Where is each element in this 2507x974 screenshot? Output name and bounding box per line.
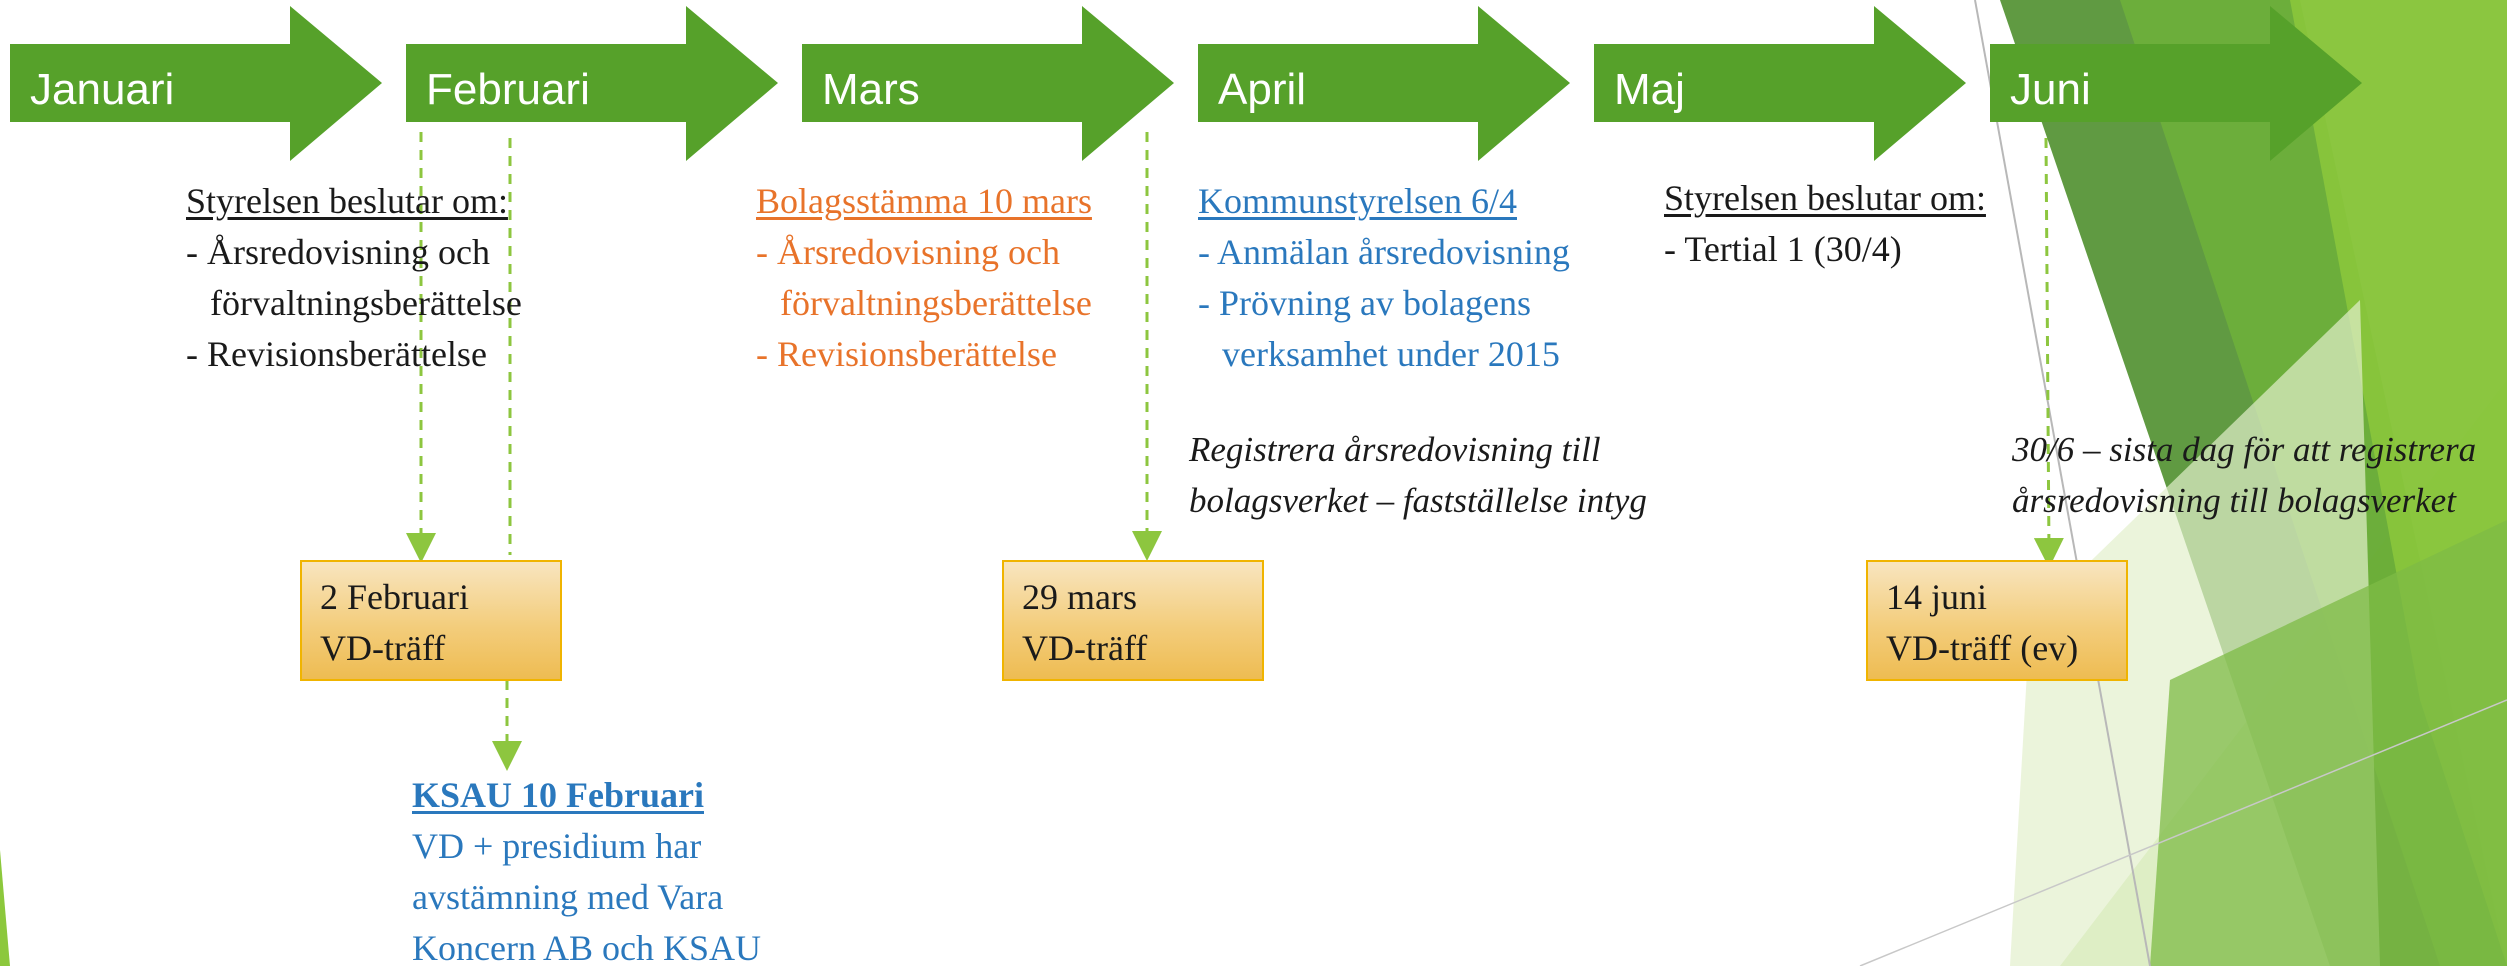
ksau-line: VD + presidium har [412, 826, 702, 866]
box-date: 2 Februari [320, 577, 469, 617]
styrelsen-jan-block: Styrelsen beslutar om: - Årsredovisning … [186, 176, 522, 380]
month-arrow-maj: Maj [1594, 6, 1966, 161]
ksau-title: KSAU 10 Februari [412, 775, 704, 815]
box-date: 14 juni [1886, 577, 1988, 617]
vd-traff-box-mars: 29 mars VD-träff [1002, 560, 1264, 681]
kommunstyrelsen-line: - Prövning av bolagens [1198, 283, 1531, 323]
sista-dag-note: 30/6 – sista dag för att registrera årsr… [2012, 424, 2476, 526]
styrelsen-maj-line: - Tertial 1 (30/4) [1664, 229, 1902, 269]
month-label: Maj [1614, 65, 1685, 114]
bg-thin-line [1974, 0, 2151, 966]
box-label: VD-träff [320, 628, 446, 668]
kommunstyrelsen-block: Kommunstyrelsen 6/4 - Anmälan årsredovis… [1198, 176, 1570, 380]
month-label: Mars [822, 65, 920, 114]
styrelsen-jan-line: förvaltningsberättelse [210, 283, 522, 323]
sista-dag-line: årsredovisning till bolagsverket [2012, 481, 2456, 520]
styrelsen-jan-line: - Revisionsberättelse [186, 334, 487, 374]
bg-shape-lower [2150, 520, 2507, 966]
month-arrow-mars: Mars [802, 6, 1174, 161]
bg-thin-line-2 [1859, 699, 2507, 966]
bolagsstamma-line: - Revisionsberättelse [756, 334, 1057, 374]
ksau-line: avstämning med Vara [412, 877, 724, 917]
month-label: Juni [2010, 65, 2091, 114]
month-label: Januari [30, 65, 175, 114]
styrelsen-jan-title: Styrelsen beslutar om: [186, 181, 508, 221]
kommunstyrelsen-line: - Anmälan årsredovisning [1198, 232, 1570, 272]
registrera-line: Registrera årsredovisning till [1189, 430, 1601, 469]
styrelsen-jan-line: - Årsredovisning och [186, 232, 490, 272]
bolagsstamma-title: Bolagsstämma 10 mars [756, 181, 1092, 221]
ksau-block: KSAU 10 Februari VD + presidium har avst… [412, 770, 761, 974]
month-label: Februari [426, 65, 590, 114]
connector-juni [2033, 137, 2064, 568]
styrelsen-maj-block: Styrelsen beslutar om: - Tertial 1 (30/4… [1664, 173, 1986, 275]
ksau-line: Koncern AB och KSAU [412, 928, 761, 968]
bg-left-sliver [0, 850, 10, 966]
vd-traff-box-juni: 14 juni VD-träff (ev) [1866, 560, 2128, 681]
kommunstyrelsen-title: Kommunstyrelsen 6/4 [1198, 181, 1517, 221]
box-date: 29 mars [1022, 577, 1137, 617]
vd-traff-box-feb: 2 Februari VD-träff [300, 560, 562, 681]
kommunstyrelsen-line: verksamhet under 2015 [1222, 334, 1560, 374]
month-arrow-juni: Juni [1990, 6, 2362, 161]
month-arrow-januari: Januari [10, 6, 382, 161]
month-arrow-februari: Februari [406, 6, 778, 161]
month-arrow-april: April [1198, 6, 1570, 161]
month-label: April [1218, 65, 1307, 114]
sista-dag-line: 30/6 – sista dag för att registrera [2012, 430, 2477, 469]
bolagsstamma-block: Bolagsstämma 10 mars - Årsredovisning oc… [756, 176, 1092, 380]
styrelsen-maj-title: Styrelsen beslutar om: [1664, 178, 1986, 218]
box-label: VD-träff (ev) [1886, 628, 2079, 668]
bolagsstamma-line: - Årsredovisning och [756, 232, 1060, 272]
box-label: VD-träff [1022, 628, 1148, 668]
registrera-note: Registrera årsredovisning till bolagsver… [1189, 424, 1647, 526]
registrera-line: bolagsverket – fastställelse intyg [1189, 481, 1647, 520]
bolagsstamma-line: förvaltningsberättelse [780, 283, 1092, 323]
